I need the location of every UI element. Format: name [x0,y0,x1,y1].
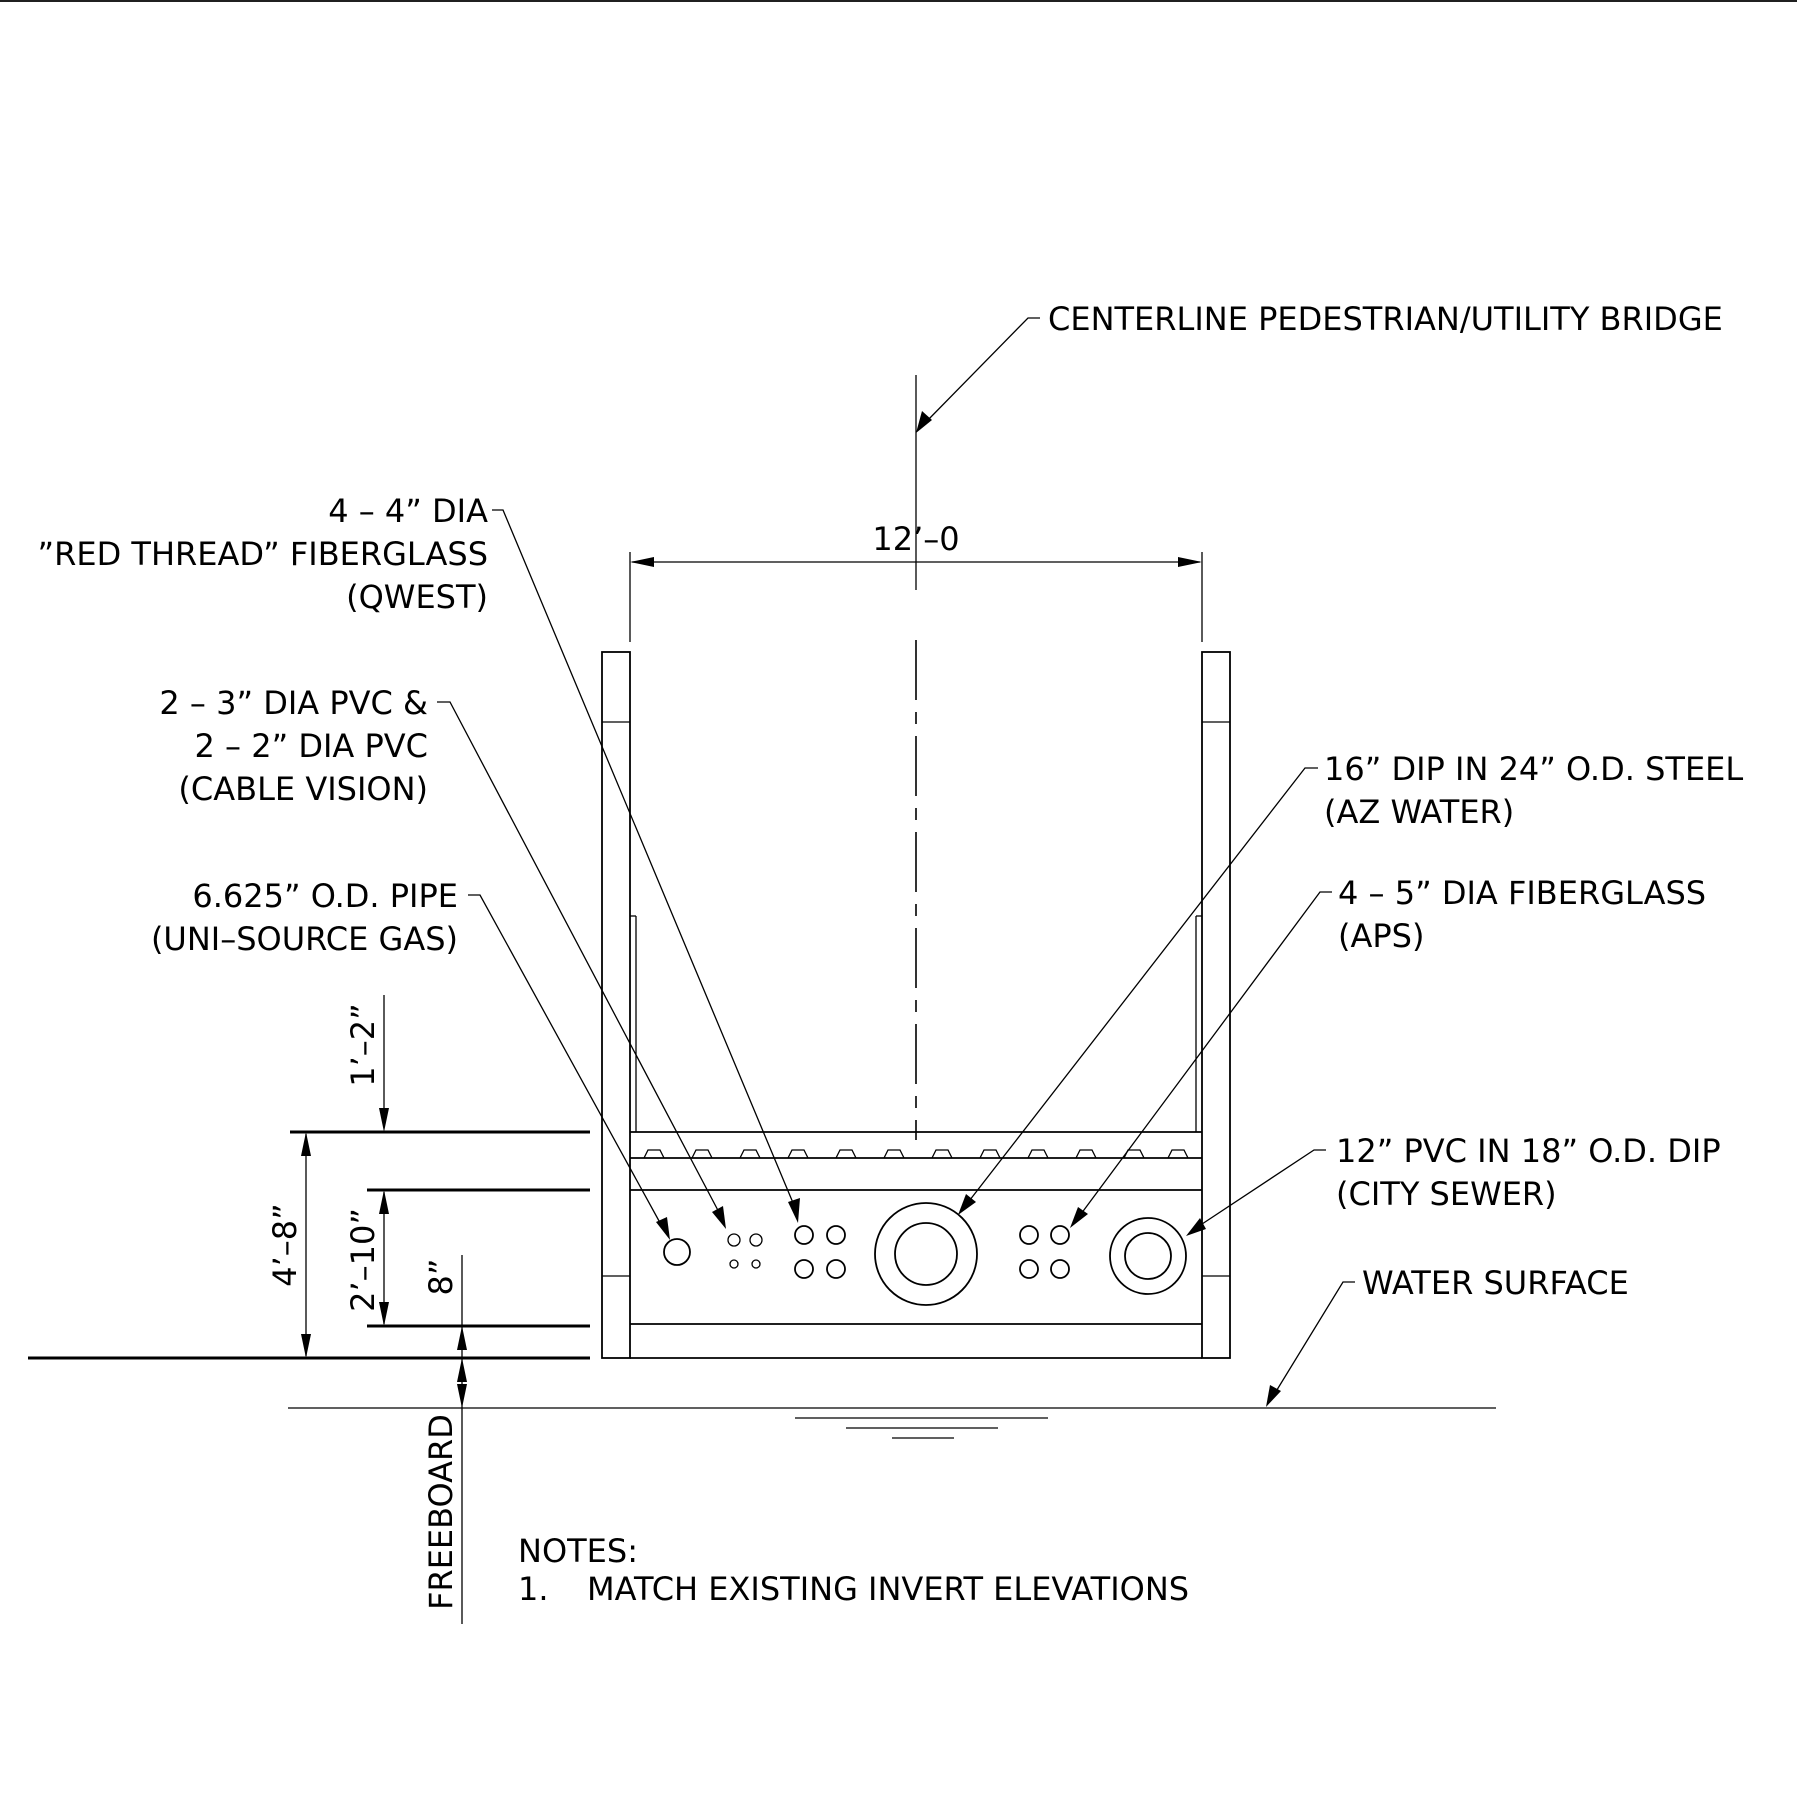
left-post [601,651,631,1359]
bridge-section [601,651,1231,1359]
top-dim-arrow [379,1108,389,1132]
aps-arrowhead [1070,1207,1088,1228]
sewer-pipe-12in [1124,1232,1172,1280]
overall-dim-arrow-top [301,1132,311,1156]
beam-dim-label: 2’–10” [344,1208,382,1312]
water-surface-arrowhead [1266,1385,1281,1407]
deck-plank [643,1149,665,1159]
beam-dim-arrow-bottom [379,1302,389,1326]
centerline-label: CENTERLINE PEDESTRIAN/UTILITY BRIDGE [1048,300,1723,338]
freeboard-arrow-top [457,1358,467,1382]
water-pipe-16in [894,1222,958,1286]
deck-plank [835,1149,857,1159]
cable-conduit-3in [749,1233,763,1247]
bottom-dim-arrow [457,1326,467,1350]
aps-leader [1077,891,1332,1219]
qwest-label-line1: 4 – 4” DIA [328,492,488,530]
deck-plank [1027,1149,1049,1159]
deck-plank [787,1149,809,1159]
sewer-casing-18in [1109,1217,1187,1295]
width-dimension: 12’–0 [629,520,1203,642]
aps-conduit [1019,1225,1039,1245]
freeboard-label: FREEBOARD [422,1414,460,1610]
gas-callout: 6.625” O.D. PIPE (UNI–SOURCE GAS) [151,877,670,1240]
sewer-label-line1: 12” PVC IN 18” O.D. DIP [1336,1132,1721,1170]
deck-plank [1167,1149,1189,1159]
deck-plank [931,1149,953,1159]
width-arrow-left [630,557,654,567]
deck-plank [739,1149,761,1159]
aps-label-line1: 4 – 5” DIA FIBERGLASS [1338,874,1706,912]
deck-plank [979,1149,1001,1159]
freeboard-arrow-bottom [457,1384,467,1408]
qwest-conduit [794,1259,814,1279]
water-label-line1: 16” DIP IN 24” O.D. STEEL [1324,750,1743,788]
centerline-group: CENTERLINE PEDESTRIAN/UTILITY BRIDGE [915,300,1723,1140]
gas-label-line2: (UNI–SOURCE GAS) [151,920,458,958]
qwest-label-line2: ”RED THREAD” FIBERGLASS [38,535,488,573]
qwest-conduit [826,1225,846,1245]
sewer-callout: 12” PVC IN 18” O.D. DIP (CITY SEWER) [1186,1132,1721,1236]
cable-label-line1: 2 – 3” DIA PVC & [159,684,428,722]
deck-plank [883,1149,905,1159]
overall-dim-label: 4’–8” [266,1203,304,1286]
water-casing-24in [874,1202,978,1306]
aps-conduit [1050,1259,1070,1279]
water-label-line2: (AZ WATER) [1324,793,1514,831]
sewer-arrowhead [1186,1218,1206,1236]
deck-planks [643,1149,1189,1159]
gas-pipe [663,1238,691,1266]
cable-label-line2: 2 – 2” DIA PVC [195,727,428,765]
aps-conduit [1019,1259,1039,1279]
note-1-text: MATCH EXISTING INVERT ELEVATIONS [587,1570,1189,1608]
note-1-number: 1. [518,1570,549,1608]
cable-conduit-2in [751,1259,761,1269]
aps-callout: 4 – 5” DIA FIBERGLASS (APS) [1070,874,1706,1228]
qwest-arrowhead [788,1198,800,1223]
deck-plank [1075,1149,1097,1159]
notes-title: NOTES: [518,1532,638,1570]
width-arrow-right [1178,557,1202,567]
deck-plank [691,1149,713,1159]
water-surface-leader [1271,1281,1355,1399]
cable-label-line3: (CABLE VISION) [178,770,428,808]
qwest-conduit [826,1259,846,1279]
water-arrowhead [958,1194,976,1215]
qwest-label-line3: (QWEST) [346,578,488,616]
cable-leader [437,701,723,1219]
aps-label-line2: (APS) [1338,917,1424,955]
cable-conduit-3in [727,1233,741,1247]
water-callout: 16” DIP IN 24” O.D. STEEL (AZ WATER) [958,750,1743,1215]
qwest-conduit [794,1225,814,1245]
qwest-callout: 4 – 4” DIA ”RED THREAD” FIBERGLASS (QWES… [38,492,800,1223]
sewer-label-line2: (CITY SEWER) [1336,1175,1557,1213]
cable-callout: 2 – 3” DIA PVC & 2 – 2” DIA PVC (CABLE V… [159,684,726,1229]
cable-arrowhead [712,1206,726,1229]
beam-dim-arrow-top [379,1190,389,1214]
width-dimension-label: 12’–0 [872,520,959,558]
water-leader [965,767,1318,1206]
top-dim-label: 1’–2” [344,1003,382,1086]
bottom-dim-label: 8” [422,1259,460,1296]
cable-conduit-2in [729,1259,739,1269]
aps-conduit [1050,1225,1070,1245]
qwest-leader [492,509,797,1211]
notes-block: NOTES: 1. MATCH EXISTING INVERT ELEVATIO… [518,1532,1189,1608]
gas-arrowhead [656,1217,670,1240]
vertical-dimensions: 1’–2” 4’–8” 2’–10” 8” FREEBOARD [28,995,590,1624]
water-surface-label: WATER SURFACE [1362,1264,1629,1302]
overall-dim-arrow-bottom [301,1334,311,1358]
centerline-leader [924,317,1040,424]
sewer-leader [1195,1149,1326,1229]
gas-leader [468,894,665,1231]
centerline-arrowhead [916,411,932,433]
water-surface: WATER SURFACE [288,1264,1629,1439]
right-post [1201,651,1231,1359]
gas-label-line1: 6.625” O.D. PIPE [192,877,458,915]
